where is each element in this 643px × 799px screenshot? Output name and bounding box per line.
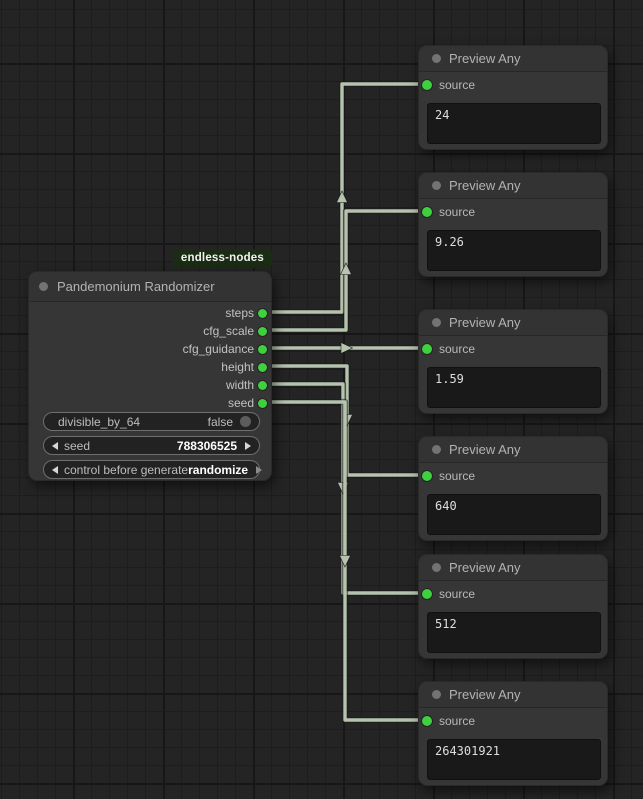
widget-label: seed <box>64 438 91 453</box>
output-slot-icon[interactable] <box>258 398 267 408</box>
wire-seed-to-preview-6[interactable] <box>264 398 426 724</box>
increment-arrow-icon[interactable] <box>256 465 263 474</box>
preview-value-box[interactable]: 9.26 <box>427 230 601 271</box>
wire-arrow-up-icon <box>340 262 352 275</box>
input-row-source: source <box>419 203 607 221</box>
input-slot-icon[interactable] <box>422 471 432 481</box>
widget-label: divisible_by_64 <box>58 414 141 429</box>
input-slot-icon[interactable] <box>422 589 432 599</box>
node-preview-any-6[interactable]: Preview Any source 264301921 <box>418 681 608 786</box>
node-preview-any-5[interactable]: Preview Any source 512 <box>418 554 608 659</box>
input-slot-icon[interactable] <box>422 344 432 354</box>
node-title-bar[interactable]: Preview Any <box>419 310 607 336</box>
collapse-dot-icon[interactable] <box>432 563 441 572</box>
preview-value-box[interactable]: 1.59 <box>427 367 601 408</box>
widget-value[interactable]: randomize <box>188 462 249 477</box>
wire-cfg-scale-to-preview-2[interactable] <box>264 207 426 334</box>
node-title: Preview Any <box>449 315 521 330</box>
input-row-source: source <box>419 712 607 730</box>
collapse-dot-icon[interactable] <box>432 690 441 699</box>
input-label: source <box>439 78 476 92</box>
output-label: cfg_guidance <box>182 342 254 356</box>
widget-control-before-generate[interactable]: control before generate randomize <box>43 460 263 479</box>
output-slot-icon[interactable] <box>258 380 267 390</box>
input-slot-icon[interactable] <box>422 80 432 90</box>
wire-height-to-preview-4[interactable] <box>264 362 426 479</box>
wire-cfg-guidance-to-preview-3[interactable] <box>264 342 426 354</box>
node-title-bar[interactable]: Pandemonium Randomizer <box>29 272 271 302</box>
node-preview-any-3[interactable]: Preview Any source 1.59 <box>418 309 608 414</box>
decrement-arrow-icon[interactable] <box>52 441 58 450</box>
widget-label: control before generate <box>64 462 189 477</box>
node-title: Preview Any <box>449 442 521 457</box>
node-title-bar[interactable]: Preview Any <box>419 46 607 72</box>
node-title: Preview Any <box>449 687 521 702</box>
output-label: height <box>221 360 254 374</box>
input-row-source: source <box>419 467 607 485</box>
output-slot-icon[interactable] <box>258 308 267 318</box>
wire-width-to-preview-5[interactable] <box>264 380 426 597</box>
decrement-arrow-icon[interactable] <box>52 465 58 474</box>
node-title: Preview Any <box>449 560 521 575</box>
collapse-dot-icon[interactable] <box>432 54 441 63</box>
preview-value-box[interactable]: 640 <box>427 494 601 535</box>
input-label: source <box>439 205 476 219</box>
node-preview-any-1[interactable]: Preview Any source 24 <box>418 45 608 150</box>
output-label: seed <box>227 396 254 410</box>
preview-value-box[interactable]: 24 <box>427 103 601 144</box>
collapse-dot-icon[interactable] <box>432 318 441 327</box>
input-row-source: source <box>419 340 607 358</box>
wire-arrow-down-icon <box>341 414 353 427</box>
output-slots: steps cfg_scale cfg_guidance height widt… <box>29 302 271 412</box>
node-title: Preview Any <box>449 178 521 193</box>
node-pandemonium-randomizer[interactable]: Pandemonium Randomizer steps cfg_scale c… <box>28 271 272 481</box>
output-slot-icon[interactable] <box>258 326 267 336</box>
wire-arrow-up-icon <box>336 190 348 203</box>
preview-value-box[interactable]: 264301921 <box>427 739 601 780</box>
output-row-seed: seed <box>29 394 271 412</box>
node-title-bar[interactable]: Preview Any <box>419 682 607 708</box>
widget-seed-stepper[interactable]: seed 788306525 <box>43 436 260 455</box>
output-row-height: height <box>29 358 271 376</box>
input-row-source: source <box>419 585 607 603</box>
output-label: width <box>225 378 254 392</box>
increment-arrow-icon[interactable] <box>245 441 251 450</box>
output-slot-icon[interactable] <box>258 344 267 354</box>
node-category-badge: endless-nodes <box>172 249 272 268</box>
collapse-dot-icon[interactable] <box>39 282 48 291</box>
node-title: Pandemonium Randomizer <box>57 279 215 294</box>
input-label: source <box>439 587 476 601</box>
output-label: cfg_scale <box>203 324 254 338</box>
output-slot-icon[interactable] <box>258 362 267 372</box>
node-title: Preview Any <box>449 51 521 66</box>
wire-steps-to-preview-1[interactable] <box>264 80 426 316</box>
node-title-bar[interactable]: Preview Any <box>419 555 607 581</box>
input-label: source <box>439 469 476 483</box>
widget-divisible-by-64-toggle[interactable]: divisible_by_64 false <box>43 412 260 431</box>
node-preview-any-2[interactable]: Preview Any source 9.26 <box>418 172 608 277</box>
wire-arrow-down-icon <box>339 555 351 568</box>
input-label: source <box>439 342 476 356</box>
input-slot-icon[interactable] <box>422 716 432 726</box>
output-row-steps: steps <box>29 304 271 322</box>
wire-arrow-right-icon <box>340 342 354 354</box>
widget-value[interactable]: 788306525 <box>176 438 237 453</box>
output-row-cfg-scale: cfg_scale <box>29 322 271 340</box>
node-title-bar[interactable]: Preview Any <box>419 437 607 463</box>
input-label: source <box>439 714 476 728</box>
preview-value-box[interactable]: 512 <box>427 612 601 653</box>
output-row-cfg-guidance: cfg_guidance <box>29 340 271 358</box>
node-title-bar[interactable]: Preview Any <box>419 173 607 199</box>
widget-value: false <box>207 414 233 429</box>
input-row-source: source <box>419 76 607 94</box>
wire-arrow-down-icon <box>337 482 349 495</box>
output-label: steps <box>225 306 254 320</box>
output-row-width: width <box>29 376 271 394</box>
collapse-dot-icon[interactable] <box>432 181 441 190</box>
input-slot-icon[interactable] <box>422 207 432 217</box>
collapse-dot-icon[interactable] <box>432 445 441 454</box>
toggle-knob-icon[interactable] <box>240 416 251 427</box>
node-preview-any-4[interactable]: Preview Any source 640 <box>418 436 608 541</box>
